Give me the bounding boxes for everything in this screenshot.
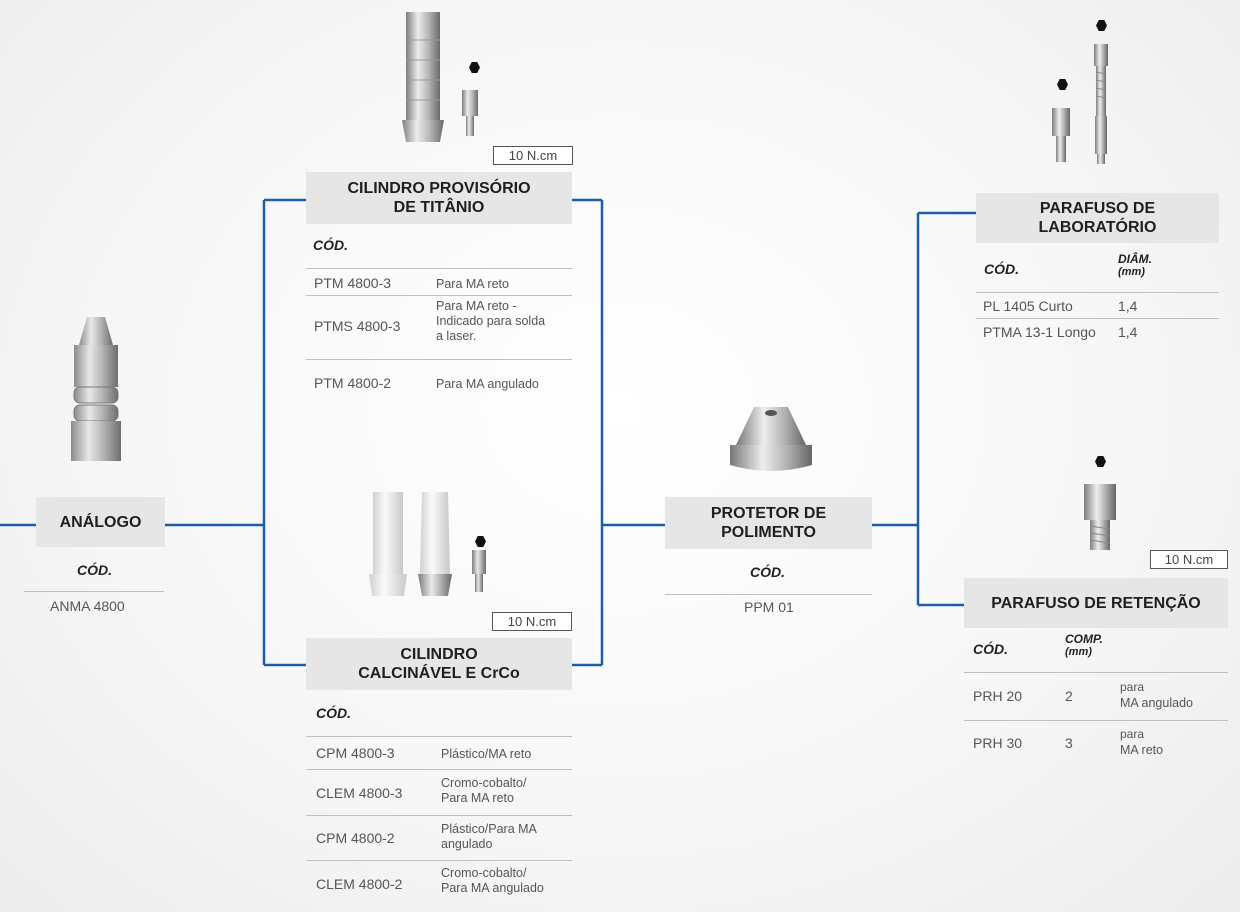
calcinavel-divider — [306, 815, 572, 816]
cilindro-calcinavel-product-image — [369, 492, 486, 596]
parafuso-retencao-product-image — [1084, 484, 1116, 550]
calcinavel-row-desc: Plástico/MA reto — [441, 747, 532, 761]
provisorio-row-desc: Para MA reto - — [436, 299, 517, 313]
calcinavel-row-code: CLEM 4800-3 — [316, 785, 403, 801]
retencao-comp-label: COMP. (mm) — [1065, 632, 1103, 659]
calcinavel-row-desc: Para MA angulado — [441, 881, 544, 895]
protetor-product-image — [730, 407, 812, 471]
retencao-row-comp: 3 — [1065, 735, 1073, 751]
parafuso-laboratorio-product-image — [1052, 44, 1108, 164]
retencao-row-code: PRH 20 — [973, 688, 1023, 704]
calcinavel-row-desc: angulado — [441, 837, 493, 851]
retencao-cod-label: CÓD. — [973, 641, 1008, 657]
provisorio-cod-label: CÓD. — [313, 237, 348, 253]
analogo-cod-label: CÓD. — [77, 562, 112, 578]
calcinavel-hex-icon — [475, 536, 486, 547]
calcinavel-title: CILINDRO CALCINÁVEL E CrCo — [306, 638, 572, 690]
laboratorio-hex-icon-long — [1096, 20, 1107, 31]
provisorio-row-desc: a laser. — [436, 329, 477, 343]
protetor-code: PPM 01 — [744, 599, 794, 615]
laboratorio-title: PARAFUSO DE LABORATÓRIO — [976, 193, 1219, 243]
protetor-cod-label: CÓD. — [750, 564, 785, 580]
analogo-divider — [24, 591, 164, 592]
laboratorio-divider — [976, 318, 1219, 319]
calcinavel-row-desc: Cromo-cobalto/ — [441, 776, 527, 790]
calcinavel-divider — [306, 736, 572, 737]
retencao-row-desc: MA reto — [1120, 743, 1164, 757]
provisorio-divider — [306, 359, 572, 360]
provisorio-torque: 10 N.cm — [493, 146, 573, 165]
laboratorio-row-code: PTMA 13-1 Longo — [983, 324, 1096, 340]
provisorio-divider — [306, 268, 572, 269]
laboratorio-diam-label: DIÂM. (mm) — [1118, 252, 1152, 279]
protetor-divider — [665, 594, 872, 595]
calcinavel-row-desc: Para MA reto — [441, 791, 514, 805]
laboratorio-divider — [976, 292, 1219, 293]
retencao-row-desc: para — [1120, 680, 1145, 694]
calcinavel-row-desc: Plástico/Para MA — [441, 822, 537, 836]
retencao-torque: 10 N.cm — [1150, 550, 1228, 569]
retencao-divider — [964, 672, 1228, 673]
provisorio-row-desc: Para MA reto — [436, 277, 509, 291]
retencao-row-code: PRH 30 — [973, 735, 1023, 751]
calcinavel-divider — [306, 769, 572, 770]
provisorio-row-code: PTMS 4800-3 — [314, 318, 401, 334]
calcinavel-torque: 10 N.cm — [492, 612, 572, 631]
calcinavel-cod-label: CÓD. — [316, 705, 351, 721]
calcinavel-row-code: CPM 4800-2 — [316, 830, 395, 846]
calcinavel-divider — [306, 860, 572, 861]
provisorio-divider — [306, 295, 572, 296]
provisorio-row-code: PTM 4800-3 — [314, 275, 392, 291]
retencao-row-comp: 2 — [1065, 688, 1073, 704]
laboratorio-cod-label: CÓD. — [984, 261, 1019, 277]
calcinavel-row-code: CLEM 4800-2 — [316, 876, 403, 892]
protetor-title: PROTETOR DE POLIMENTO — [665, 497, 872, 549]
analogo-title: ANÁLOGO — [36, 497, 165, 547]
analogo-product-image — [71, 317, 121, 461]
laboratorio-row-diam: 1,4 — [1118, 324, 1138, 340]
retencao-row-desc: para — [1120, 727, 1145, 741]
provisorio-hex-icon — [469, 62, 480, 73]
retencao-divider — [964, 720, 1228, 721]
laboratorio-row-code: PL 1405 Curto — [983, 298, 1073, 314]
retencao-row-desc: MA angulado — [1120, 696, 1193, 710]
provisorio-row-desc: Para MA angulado — [436, 377, 539, 391]
provisorio-row-desc: Indicado para solda — [436, 314, 546, 328]
calcinavel-row-code: CPM 4800-3 — [316, 745, 395, 761]
calcinavel-row-desc: Cromo-cobalto/ — [441, 866, 527, 880]
provisorio-title: CILINDRO PROVISÓRIO DE TITÂNIO — [306, 172, 572, 224]
laboratorio-row-diam: 1,4 — [1118, 298, 1138, 314]
laboratorio-hex-icon-short — [1057, 79, 1068, 90]
cilindro-provisorio-product-image — [402, 12, 478, 142]
retencao-title: PARAFUSO DE RETENÇÃO — [964, 578, 1228, 628]
analogo-code: ANMA 4800 — [50, 598, 125, 614]
retencao-hex-icon — [1095, 456, 1106, 467]
provisorio-row-code: PTM 4800-2 — [314, 375, 392, 391]
